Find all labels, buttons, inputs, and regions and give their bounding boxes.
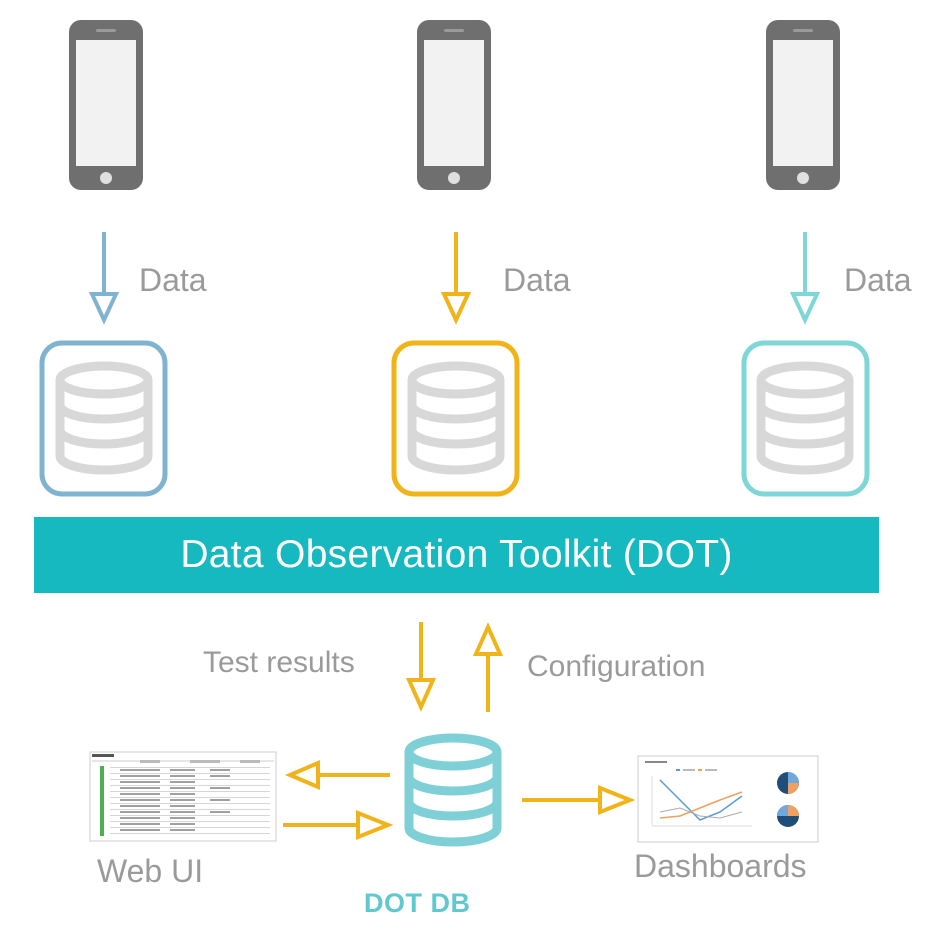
- configuration-label: Configuration: [527, 650, 706, 683]
- data-arrow-1: [88, 232, 120, 325]
- data-label-3: Data: [844, 262, 912, 298]
- arrow-from-web-ui: [283, 810, 394, 840]
- source-db-1: [39, 340, 168, 497]
- source-db-3: [741, 340, 870, 497]
- test-results-label: Test results: [203, 646, 355, 679]
- data-arrow-2: [440, 232, 472, 325]
- source-db-2: [391, 340, 520, 497]
- data-label-1: Data: [139, 262, 207, 298]
- phone-icon-2: [417, 20, 491, 190]
- test-results-arrow: [405, 622, 437, 712]
- web-ui-label: Web UI: [97, 853, 204, 889]
- dashboards-label: Dashboards: [634, 848, 807, 884]
- toolkit-banner: Data Observation Toolkit (DOT): [34, 517, 879, 593]
- configuration-arrow: [472, 622, 504, 712]
- arrow-to-web-ui: [284, 759, 390, 791]
- phone-icon-3: [766, 20, 840, 190]
- dot-db-label: DOT DB: [364, 888, 471, 918]
- dot-db-icon: [409, 738, 497, 842]
- dashboards-thumbnail: [637, 755, 819, 843]
- data-arrow-3: [789, 232, 821, 325]
- toolkit-title: Data Observation Toolkit (DOT): [180, 533, 733, 576]
- web-ui-thumbnail: [89, 751, 277, 842]
- data-label-2: Data: [503, 262, 571, 298]
- arrow-to-dashboards: [522, 785, 636, 815]
- phone-icon-1: [69, 20, 143, 190]
